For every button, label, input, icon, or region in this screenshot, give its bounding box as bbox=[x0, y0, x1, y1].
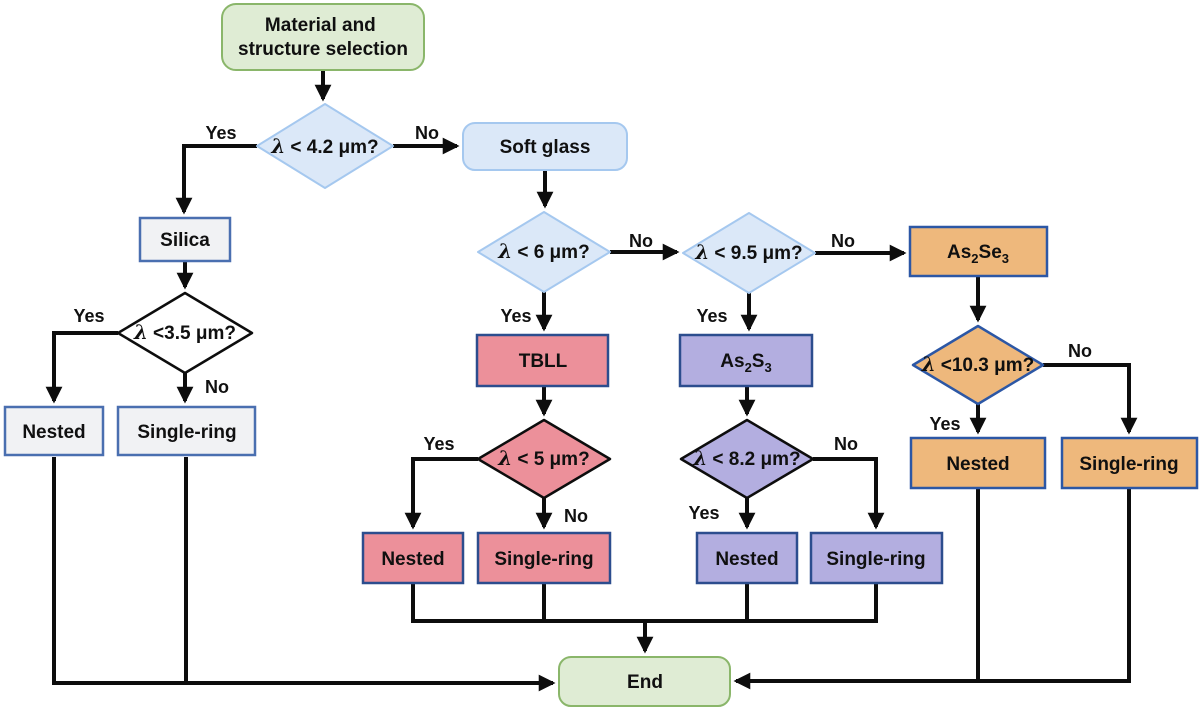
single-ring-tbll-node: Single-ring bbox=[476, 531, 612, 585]
decision-lambda-5: λ< 5 μm? bbox=[476, 418, 612, 500]
edge-d1-yes-to-silica bbox=[175, 144, 257, 215]
nodes: Material and structure selection λ< 4.2 … bbox=[3, 3, 1199, 707]
label-d3-yes: Yes bbox=[500, 306, 531, 326]
label-d1-no: No bbox=[415, 123, 439, 143]
nested-as2se3-node: Nested bbox=[909, 436, 1047, 490]
nested-tbll-node: Nested bbox=[361, 531, 465, 585]
as2se3-node: As2Se3 bbox=[908, 225, 1049, 278]
as2se3-label: As2Se3 bbox=[947, 242, 1009, 266]
edge-as2se3-singlering-to-end bbox=[733, 488, 1131, 690]
label-d5-no: No bbox=[1068, 341, 1092, 361]
edge-d2-yes-to-nested bbox=[45, 331, 118, 404]
decision-lambda-9-5-label: λ< 9.5 μm? bbox=[694, 240, 802, 264]
silica-node: Silica bbox=[138, 216, 232, 263]
start-node-label: Material and structure selection bbox=[238, 15, 408, 60]
edge-labels: Yes No Yes No Yes No Yes No Yes No Yes N… bbox=[73, 123, 1092, 526]
single-ring-silica-node: Single-ring bbox=[116, 405, 257, 457]
edge-silica-nested-to-end bbox=[52, 457, 556, 692]
decision-lambda-10-3: λ<10.3 μm? bbox=[911, 324, 1045, 406]
label-d1-yes: Yes bbox=[205, 123, 236, 143]
single-ring-as2s3-node: Single-ring bbox=[809, 531, 944, 585]
decision-lambda-8-2: λ< 8.2 μm? bbox=[679, 418, 815, 500]
edge-bottom-bus bbox=[411, 583, 878, 623]
single-ring-silica-label: Single-ring bbox=[137, 422, 236, 443]
edges bbox=[45, 70, 1138, 692]
label-d6-no: No bbox=[564, 506, 588, 526]
edge-d6-yes-to-nested bbox=[404, 457, 478, 530]
nested-silica-node: Nested bbox=[3, 405, 105, 457]
end-label: End bbox=[627, 672, 663, 693]
label-d7-yes: Yes bbox=[688, 503, 719, 523]
label-d6-yes: Yes bbox=[423, 434, 454, 454]
edge-d7-no-to-singlering bbox=[813, 457, 885, 530]
decision-lambda-5-label: λ< 5 μm? bbox=[497, 446, 589, 470]
single-ring-as2se3-label: Single-ring bbox=[1079, 454, 1178, 475]
decision-lambda-4-2: λ< 4.2 μm? bbox=[256, 103, 394, 189]
single-ring-as2se3-node: Single-ring bbox=[1060, 436, 1199, 490]
label-d4-yes: Yes bbox=[696, 306, 727, 326]
start-node: Material and structure selection bbox=[221, 3, 425, 71]
label-d5-yes: Yes bbox=[929, 414, 960, 434]
label-d3-no: No bbox=[629, 231, 653, 251]
decision-lambda-6-label: λ< 6 μm? bbox=[497, 239, 589, 263]
label-d4-no: No bbox=[831, 231, 855, 251]
as2s3-label: As2S3 bbox=[720, 351, 771, 375]
end-node: End bbox=[558, 656, 731, 707]
decision-lambda-10-3-label: λ<10.3 μm? bbox=[921, 352, 1035, 376]
tbll-label: TBLL bbox=[519, 351, 568, 372]
tbll-node: TBLL bbox=[475, 333, 610, 388]
silica-label: Silica bbox=[160, 230, 210, 251]
single-ring-tbll-label: Single-ring bbox=[494, 549, 593, 570]
decision-lambda-6: λ< 6 μm? bbox=[477, 211, 611, 293]
soft-glass-label: Soft glass bbox=[500, 137, 591, 158]
nested-as2s3-label: Nested bbox=[715, 549, 778, 570]
label-d2-yes: Yes bbox=[73, 306, 104, 326]
as2s3-node: As2S3 bbox=[678, 333, 814, 388]
single-ring-as2s3-label: Single-ring bbox=[826, 549, 925, 570]
nested-tbll-label: Nested bbox=[381, 549, 444, 570]
nested-as2se3-label: Nested bbox=[946, 454, 1009, 475]
label-d7-no: No bbox=[834, 434, 858, 454]
decision-lambda-9-5: λ< 9.5 μm? bbox=[682, 212, 816, 294]
nested-silica-label: Nested bbox=[22, 422, 85, 443]
decision-lambda-8-2-label: λ< 8.2 μm? bbox=[692, 446, 800, 470]
decision-lambda-4-2-label: λ< 4.2 μm? bbox=[270, 134, 378, 158]
decision-lambda-3-5: λ<3.5 μm? bbox=[116, 291, 254, 375]
edge-d5-no-to-singlering bbox=[1043, 363, 1138, 435]
nested-as2s3-node: Nested bbox=[695, 531, 799, 585]
decision-lambda-3-5-label: λ<3.5 μm? bbox=[133, 320, 236, 344]
label-d2-no: No bbox=[205, 377, 229, 397]
soft-glass-node: Soft glass bbox=[462, 122, 628, 171]
